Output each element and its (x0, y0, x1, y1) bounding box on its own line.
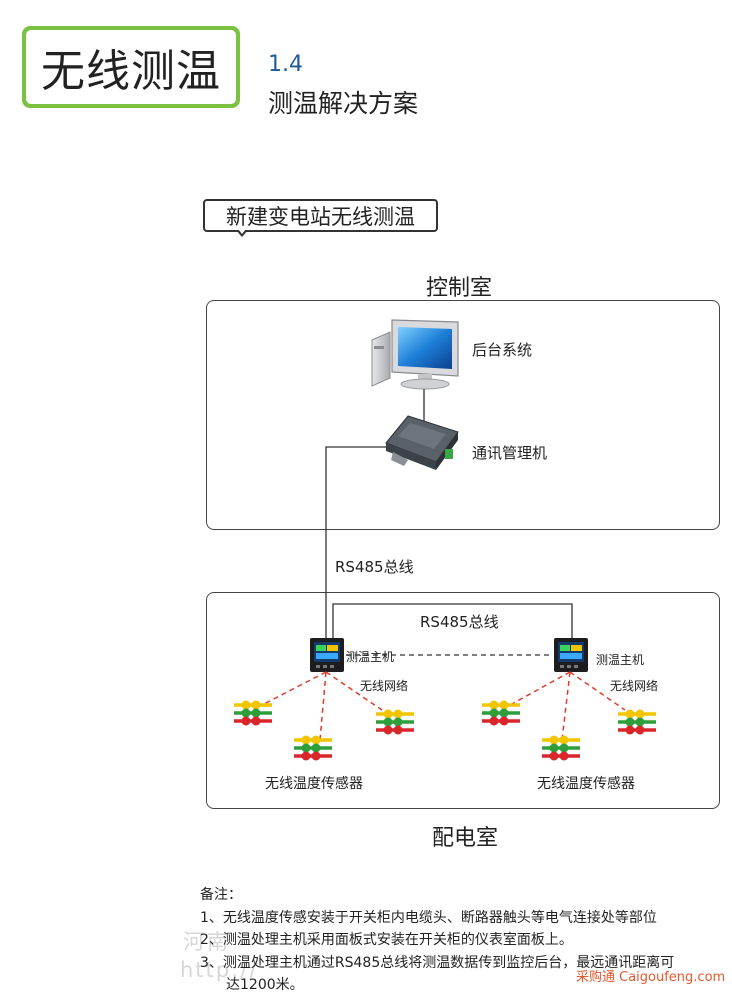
notes-item-3: 3、测温处理主机通过RS485总线将测温数据传到监控后台，最远通讯距离可 (200, 954, 675, 971)
host-label-left: 测温主机 (346, 650, 395, 664)
watermark-line-1: 河南 (183, 930, 231, 954)
page-title: 无线测温 (26, 30, 236, 104)
wireless-links-left (261, 671, 383, 741)
watermark-line-2: http:// (180, 958, 259, 982)
notes-section: 备注： 1、无线温度传感安装于开关柜内电缆头、断路器触头等电气连接处等部位 2、… (200, 884, 674, 997)
notes-item-1: 1、无线温度传感安装于开关柜内电缆头、断路器触头等电气连接处等部位 (200, 909, 657, 926)
sensor-right-2-icon (616, 707, 658, 737)
notes-item-2: 2、测温处理主机采用面板式安装在开关柜的仪表室面板上。 (200, 932, 573, 948)
distribution-room-box (206, 592, 720, 809)
host-device-right-icon (554, 638, 588, 672)
gateway-label: 通讯管理机 (472, 444, 548, 462)
network-label-left: 无线网络 (360, 679, 409, 693)
backend-system-label: 后台系统 (472, 341, 533, 359)
title-badge: 无线测温 (22, 26, 240, 108)
network-label-right: 无线网络 (610, 679, 659, 693)
gateway-device-icon (385, 415, 459, 470)
sensor-left-1-icon (232, 698, 274, 728)
sensor-right-1-icon (480, 698, 522, 728)
host-label-right: 测温主机 (596, 653, 645, 667)
computer-icon (371, 319, 459, 390)
sensor-left-3-icon (292, 733, 334, 763)
notes-item-3-continued: 达1200米。 (226, 977, 304, 993)
rs485-bus-outer-label: RS485总线 (335, 558, 414, 576)
rs485-bus-inner-label: RS485总线 (420, 613, 499, 631)
diagram-callout: 新建变电站无线测温 (203, 199, 438, 232)
sensors-label-left: 无线温度传感器 (265, 776, 363, 792)
rs485-bus-outer (325, 446, 386, 638)
sensors-label-right: 无线温度传感器 (537, 776, 635, 792)
section-title: 测温解决方案 (268, 89, 419, 118)
host-device-left-icon (310, 638, 344, 672)
control-room-title: 控制室 (426, 276, 493, 301)
sensor-left-2-icon (374, 707, 416, 737)
notes-heading: 备注： (200, 887, 242, 903)
distribution-room-title: 配电室 (432, 826, 499, 851)
section-number: 1.4 (268, 52, 303, 77)
callout-tail-inner (238, 229, 246, 234)
sensor-right-3-icon (540, 733, 582, 763)
site-watermark: 采购通 Caigoufeng.com (576, 970, 726, 985)
control-room-box (206, 300, 720, 530)
wireless-links-right (509, 671, 626, 741)
rs485-bus-inner (332, 603, 573, 638)
